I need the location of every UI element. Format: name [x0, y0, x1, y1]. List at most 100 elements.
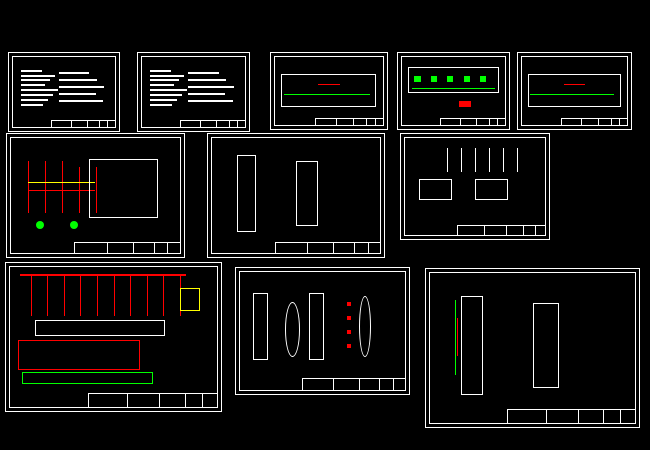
- switch-box: [475, 178, 508, 201]
- title-block-divider: [333, 242, 335, 253]
- title-block-divider: [484, 226, 486, 235]
- plan-outline: [281, 74, 377, 107]
- network-node: [480, 76, 487, 83]
- text-line: [188, 93, 226, 96]
- title-block-divider: [489, 118, 491, 125]
- title-block: [315, 117, 383, 125]
- wire-line: [63, 274, 65, 316]
- terminal-strip: [460, 295, 484, 395]
- text-line: [21, 69, 42, 72]
- text-line: [188, 86, 234, 89]
- title-block-divider: [374, 118, 376, 125]
- title-block-divider: [107, 120, 109, 127]
- sheet-frame: [274, 56, 384, 126]
- text-line: [150, 99, 177, 101]
- title-block-divider: [336, 118, 338, 125]
- title-block-divider: [159, 394, 161, 407]
- title-block-divider: [229, 120, 231, 127]
- terminal-strip: [253, 293, 269, 361]
- title-block-divider: [86, 120, 88, 127]
- drawing-sheet-9[interactable]: [5, 262, 222, 412]
- title-block-divider: [200, 120, 202, 127]
- plan-outline: [528, 74, 621, 107]
- title-block-divider: [201, 394, 203, 407]
- title-block-divider: [358, 379, 360, 390]
- sheet-frame: [401, 56, 506, 126]
- control-loop: [18, 339, 141, 370]
- text-line: [58, 100, 103, 103]
- wire-line: [95, 166, 97, 213]
- terminal-row: [22, 372, 153, 384]
- sheet-frame: [239, 271, 406, 391]
- drawing-sheet-5[interactable]: [517, 52, 632, 130]
- wire-line: [44, 161, 46, 213]
- drawing-sheet-7[interactable]: [207, 133, 385, 258]
- connection-point: [347, 301, 352, 306]
- wire-line: [530, 94, 615, 96]
- title-block: [560, 117, 627, 125]
- drawing-sheet-11[interactable]: [425, 268, 640, 428]
- title-block-divider: [497, 118, 499, 125]
- connection-point: [347, 343, 352, 348]
- cable-bundle: [284, 301, 300, 357]
- sheet-frame: [141, 56, 246, 128]
- title-block: [87, 393, 217, 407]
- wire-line: [475, 147, 476, 172]
- drawing-sheet-2[interactable]: [137, 52, 250, 132]
- title-block-divider: [534, 226, 536, 235]
- cable-bundle: [358, 295, 371, 357]
- wire-line: [412, 87, 495, 89]
- title-block-divider: [546, 409, 548, 423]
- title-block-divider: [99, 120, 101, 127]
- title-block-divider: [106, 242, 108, 253]
- text-line: [150, 103, 172, 106]
- text-line: [21, 84, 45, 87]
- switch-box: [419, 178, 452, 201]
- sheet-frame: [10, 137, 181, 254]
- wire-line: [20, 274, 186, 276]
- terminal-strip: [309, 293, 325, 361]
- title-block-divider: [392, 379, 394, 390]
- network-node: [447, 76, 454, 83]
- wire-line: [564, 84, 585, 86]
- terminal-strip: [237, 155, 256, 232]
- text-line: [21, 99, 48, 101]
- title-block-divider: [523, 226, 525, 235]
- wire-line: [503, 147, 504, 172]
- title-block-divider: [379, 379, 381, 390]
- wire-line: [163, 274, 165, 316]
- drawing-sheet-3[interactable]: [270, 52, 388, 130]
- wire-line: [456, 318, 458, 356]
- text-line: [58, 93, 96, 96]
- text-line: [188, 100, 233, 103]
- title-block-divider: [366, 118, 368, 125]
- title-block-divider: [581, 118, 583, 125]
- wire-line: [30, 274, 32, 316]
- title-block-divider: [505, 226, 507, 235]
- title-block-divider: [619, 118, 621, 125]
- drawing-sheet-1[interactable]: [8, 52, 120, 132]
- device-block: [458, 101, 471, 108]
- sheet-frame: [211, 137, 381, 254]
- connection-point: [347, 329, 352, 334]
- data-table: [34, 320, 166, 337]
- title-block-divider: [603, 409, 605, 423]
- title-block-divider: [307, 242, 309, 253]
- drawing-sheet-6[interactable]: [6, 133, 185, 258]
- wire-line: [96, 274, 98, 316]
- wire-line: [130, 274, 132, 316]
- sheet-frame: [521, 56, 628, 126]
- title-block: [506, 408, 635, 423]
- wire-line: [27, 161, 29, 213]
- wire-line: [447, 147, 448, 172]
- text-line: [58, 79, 97, 82]
- drawing-sheet-4[interactable]: [397, 52, 510, 130]
- control-circuit: [88, 158, 159, 219]
- wire-line: [461, 147, 462, 172]
- sheet-frame: [429, 272, 636, 424]
- motor-symbol: [36, 220, 45, 229]
- title-block: [74, 241, 180, 253]
- drawing-sheet-8[interactable]: [400, 133, 550, 240]
- drawing-sheet-10[interactable]: [235, 267, 410, 395]
- title-block: [301, 378, 405, 390]
